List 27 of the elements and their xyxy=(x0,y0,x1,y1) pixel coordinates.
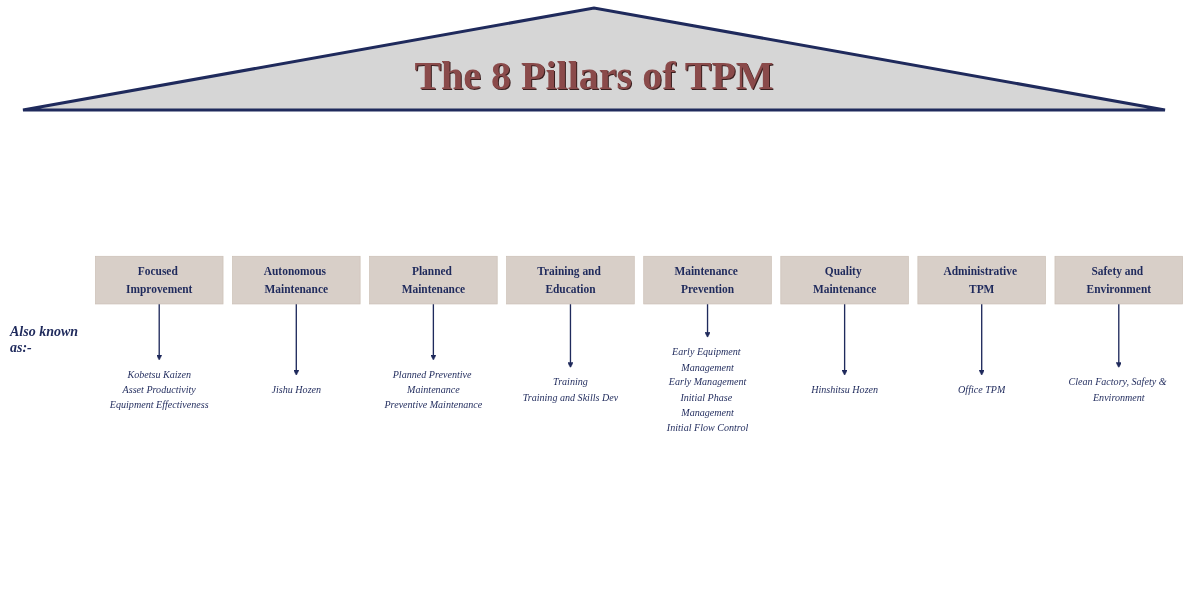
pillars-diagram: Focused Improvement Autonomous Maintenance Planned Maintenance Training and Education Maintenance Prevention Quality Maintenance Administrative TPM Safety and Environment Kobetsu Kaizen Asset Productivity Equipment Effectiveness Jishu Hozen Planned Preventive Maintenance Preventive Maintenance Training Training and Skills Dev Early Equipment Management Early Management Initial Phase Management Initial Flow Control Hinshitsu Hozen Office TPM Clean Factory, Safety & Environment xyxy=(90,114,1188,584)
arrow xyxy=(1115,303,1122,369)
node-box xyxy=(1054,255,1183,305)
node-text: Planned Preventive Maintenance Preventive Maintenance xyxy=(384,368,483,410)
node-box xyxy=(917,255,1046,305)
arrow xyxy=(293,303,300,376)
node-text: Early Equipment Management Early Management Initial Phase Management Initial Flow Control xyxy=(666,346,749,433)
node-text: Hinshitsu Hozen xyxy=(811,384,879,395)
node-text: Training Training and Skills Dev xyxy=(522,376,619,403)
node-text: Office TPM xyxy=(958,384,1006,395)
node-box xyxy=(95,255,224,305)
node-box xyxy=(780,255,909,305)
arrow xyxy=(978,303,985,376)
note-text: Also known as:- xyxy=(10,324,80,356)
arrow xyxy=(430,303,437,361)
node-box xyxy=(643,255,772,305)
node-text: Kobetsu Kaizen Asset Productivity Equipment Effectiveness xyxy=(109,368,209,410)
arrow xyxy=(567,303,574,369)
arrow xyxy=(841,303,848,376)
node-box xyxy=(232,255,361,305)
node-box xyxy=(506,255,635,305)
node-text: Clean Factory, Safety & Environment xyxy=(1068,376,1167,403)
diagram-title: The 8 Pillars of TPM xyxy=(414,52,774,99)
node-box xyxy=(369,255,498,305)
arrow xyxy=(156,303,163,361)
node-text: Jishu Hozen xyxy=(271,384,322,395)
arrow xyxy=(704,303,711,338)
